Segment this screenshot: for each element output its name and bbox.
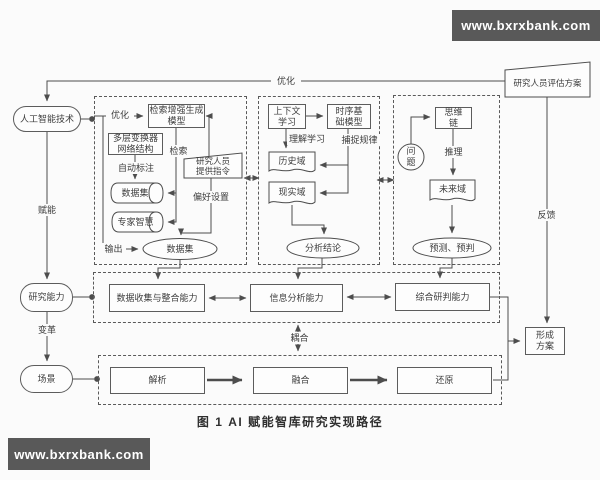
node-conclusion: 分析结论 xyxy=(304,242,341,253)
node-restore: 还原 xyxy=(397,367,492,394)
label-understand: 理解学习 xyxy=(287,133,327,145)
label-reasoning: 推理 xyxy=(442,146,465,158)
prediction-shape xyxy=(412,237,492,259)
label-feedback: 反馈 xyxy=(533,209,560,221)
connector-retrieve-vertical xyxy=(167,128,177,225)
label-capture: 捕捉规律 xyxy=(339,134,380,146)
node-prediction: 预测、预判 xyxy=(429,242,475,253)
node-research-ability: 研究能力 xyxy=(20,283,73,312)
watermark-top-right: www.bxrxbank.com xyxy=(452,10,600,41)
node-history-domain: 历史域 xyxy=(278,156,306,167)
node-temporal-model: 时序基础模型 xyxy=(327,104,371,129)
scene-row-frame xyxy=(98,355,502,405)
capability-row-frame xyxy=(93,272,500,323)
connector-restore-formplan xyxy=(493,341,509,381)
temporal-group-frame xyxy=(258,96,380,265)
label-couple: 耦合 xyxy=(287,332,312,344)
conclusion-shape xyxy=(286,237,360,259)
node-future-domain: 未来域 xyxy=(438,184,466,195)
node-dataset-result: 数据集 xyxy=(166,244,194,255)
researcher-instruction-shape xyxy=(183,152,243,179)
figure-caption: 图 1 AI 赋能智库研究实现路径 xyxy=(196,415,384,429)
node-rag-model: 检索增强生成模型 xyxy=(148,104,205,128)
connector-question-cot xyxy=(410,114,431,144)
label-empower: 赋能 xyxy=(34,204,60,216)
connector-reality-conclusion xyxy=(291,205,327,235)
future-domain-shape xyxy=(429,179,476,202)
dataset-result-shape xyxy=(142,238,218,260)
reasoning-group-frame xyxy=(393,95,500,265)
connector-capture-vertical xyxy=(319,129,349,196)
node-expert-wisdom: 专家智慧 xyxy=(117,216,154,227)
node-parse: 解析 xyxy=(110,367,205,394)
label-preference: 偏好设置 xyxy=(191,191,231,203)
node-fuse: 融合 xyxy=(253,367,348,394)
node-transformer: 多层变换器网络结构 xyxy=(108,133,163,155)
connector-conclusion-analysis xyxy=(295,258,323,280)
node-question: 问题 xyxy=(406,146,416,167)
expert-wisdom-cap xyxy=(148,211,157,233)
watermark-bottom-left: www.bxrxbank.com xyxy=(8,438,150,470)
label-optimize-rag: 优化 xyxy=(106,110,134,121)
reality-domain-shape xyxy=(268,181,316,205)
node-dataset-store: 数据集 xyxy=(121,187,149,198)
node-ai-tech: 人工智能技术 xyxy=(13,106,81,132)
node-chain-of-thought: 思维链 xyxy=(435,107,472,129)
node-scene: 场景 xyxy=(20,365,73,393)
node-evaluator: 研究人员评估方案 xyxy=(513,78,582,89)
node-form-plan: 形成方案 xyxy=(525,327,565,355)
connector-prediction-judge xyxy=(437,258,453,279)
node-info-analysis: 信息分析能力 xyxy=(250,284,343,312)
connector-preference xyxy=(178,178,212,236)
connector-instruction-rag xyxy=(205,113,213,156)
label-retrieve: 检索 xyxy=(165,145,192,157)
node-context-learning: 上下文学习 xyxy=(268,104,306,129)
evaluator-shape xyxy=(504,61,591,98)
question-shape xyxy=(397,143,425,171)
dataset-store-cap xyxy=(148,182,157,204)
label-auto-label: 自动标注 xyxy=(116,162,156,174)
connector-top-optimize xyxy=(44,80,505,102)
node-judgement: 综合研判能力 xyxy=(395,283,490,311)
history-domain-shape xyxy=(268,151,316,173)
label-transform: 变革 xyxy=(34,324,60,336)
label-optimize-top: 优化 xyxy=(271,75,301,87)
node-data-collect: 数据收集与整合能力 xyxy=(109,284,205,312)
node-reality-domain: 现实域 xyxy=(278,186,306,197)
rag-group-frame xyxy=(94,96,247,265)
label-output: 输出 xyxy=(101,243,126,255)
node-researcher-instruction: 研究人员提供指令 xyxy=(195,155,230,176)
